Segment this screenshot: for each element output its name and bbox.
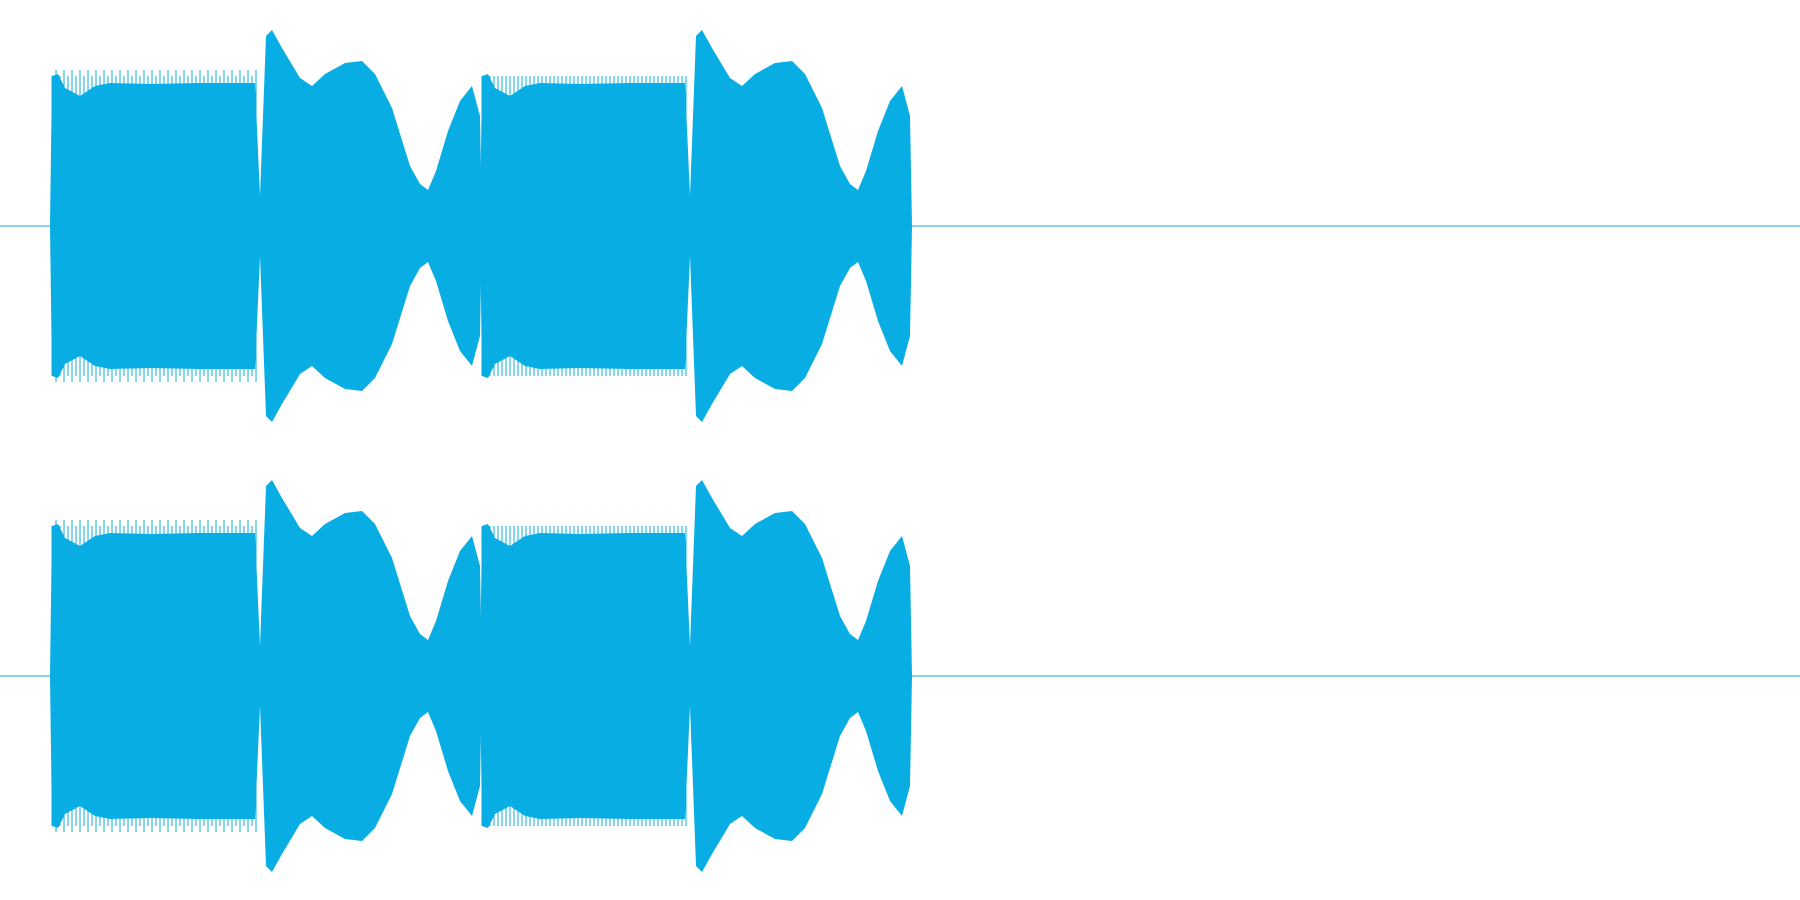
channel-2-waveform (0, 480, 1800, 872)
channel-1-waveform (0, 30, 1800, 422)
waveform-burst-1 (50, 30, 482, 422)
waveform-burst-1 (50, 480, 482, 872)
waveform-burst-2 (480, 30, 912, 422)
waveform-burst-2 (480, 480, 912, 872)
